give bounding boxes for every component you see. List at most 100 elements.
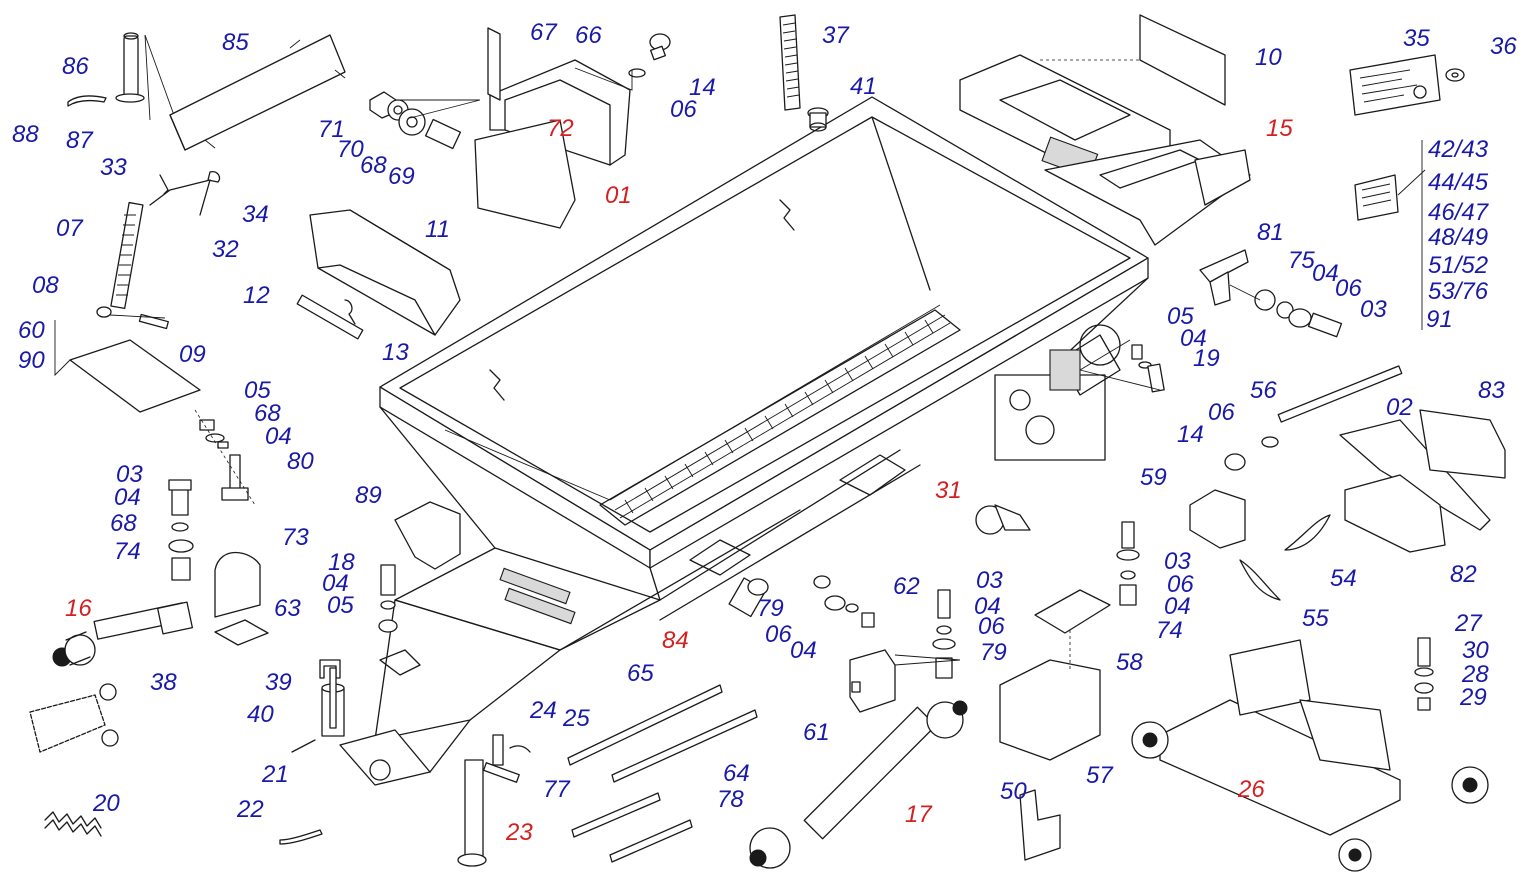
fasteners-05-04-19 (1079, 339, 1165, 393)
part-89-cover (394, 501, 461, 570)
callout-label-35: 35 (1403, 25, 1430, 52)
callout-label-31: 31 (935, 477, 962, 504)
part-07-threaded-rod (96, 201, 144, 318)
callout-label-70: 70 (337, 136, 364, 163)
callout-label-06d: 06 (1167, 571, 1194, 598)
callout-label-46: 46/47 (1428, 199, 1490, 226)
part-61-box (849, 649, 896, 713)
part-10-cover (959, 14, 1226, 186)
callout-label-19: 19 (1193, 345, 1220, 372)
callout-label-03c: 03 (976, 567, 1003, 594)
callout-label-44: 44/45 (1428, 169, 1489, 196)
callout-label-01: 01 (605, 182, 632, 209)
callout-label-39: 39 (265, 669, 292, 696)
callout-label-67: 67 (530, 19, 558, 46)
callout-label-87: 87 (66, 127, 94, 154)
callout-label-75: 75 (1288, 247, 1315, 274)
callout-label-64: 64 (723, 760, 750, 787)
chain-54 (1284, 514, 1331, 551)
callout-label-73: 73 (282, 524, 309, 551)
chassis-frame (339, 449, 921, 786)
callout-label-30: 30 (1462, 637, 1489, 664)
callout-label-02: 02 (1386, 394, 1413, 421)
callout-label-80: 80 (287, 448, 314, 475)
safety-chain-38 (29, 683, 119, 753)
callout-label-06a: 06 (670, 96, 697, 123)
callout-label-05a: 05 (1167, 303, 1194, 330)
callout-label-07: 07 (56, 215, 84, 242)
axle-assembly-26 (1131, 639, 1489, 872)
callout-label-40: 40 (247, 701, 274, 728)
callout-label-83: 83 (1478, 377, 1505, 404)
part-13-clip (344, 299, 356, 325)
part-58-guard (1034, 589, 1111, 634)
part-83-guard (1419, 409, 1506, 479)
callout-label-38: 38 (150, 669, 177, 696)
callout-label-04e: 04 (322, 570, 349, 597)
callout-label-60: 60 (18, 317, 45, 344)
knob-14-top (574, 33, 671, 91)
callout-label-05b: 05 (244, 377, 271, 404)
callout-label-03a: 03 (1360, 296, 1387, 323)
bolt-18-set (378, 564, 398, 633)
rails-65-64-77-78 (567, 684, 758, 863)
callout-label-26: 26 (1237, 776, 1265, 803)
part-59-plate (1189, 489, 1246, 549)
callout-label-81: 81 (1257, 219, 1284, 246)
callout-label-36: 36 (1490, 33, 1517, 60)
callout-label-04d: 04 (114, 484, 141, 511)
callout-label-54: 54 (1330, 565, 1357, 592)
part-73-guard (214, 552, 261, 618)
part-72-plate (474, 119, 576, 229)
callout-label-58: 58 (1116, 649, 1143, 676)
callout-label-28: 28 (1461, 661, 1489, 688)
callout-label-04h: 04 (790, 637, 817, 664)
callout-label-71: 71 (318, 116, 345, 143)
part-50-bracket (1019, 789, 1061, 861)
part-56-shaft (1277, 365, 1403, 423)
callout-label-08: 08 (32, 272, 59, 299)
callout-label-37: 37 (822, 22, 850, 49)
gearbox-assembly (994, 324, 1121, 461)
callout-label-88: 88 (12, 121, 39, 148)
callout-label-11: 11 (425, 216, 450, 243)
callout-label-68b: 68 (254, 400, 281, 427)
callout-label-72: 72 (547, 115, 574, 142)
decal-set (1354, 140, 1426, 330)
callout-label-06e: 06 (765, 621, 792, 648)
part-31-coupler (975, 504, 1031, 535)
callout-label-77: 77 (543, 776, 571, 803)
pto-shaft-17 (749, 700, 968, 869)
callout-label-51: 51/52 (1428, 252, 1488, 279)
fasteners-79-mid (813, 575, 875, 628)
callout-label-18: 18 (328, 549, 355, 576)
callout-label-34: 34 (242, 201, 269, 228)
pins-24-25 (492, 734, 531, 766)
knob-14-right (1224, 436, 1279, 471)
callout-label-14b: 14 (1177, 421, 1204, 448)
bolt-stack-left (168, 479, 194, 581)
part-09-pin (138, 313, 169, 330)
callout-label-12: 12 (243, 282, 270, 309)
lever-33-34-32 (149, 171, 221, 216)
callout-label-66: 66 (575, 22, 602, 49)
callout-label-27: 27 (1454, 610, 1483, 637)
callout-label-09: 09 (179, 341, 206, 368)
callout-label-82: 82 (1450, 561, 1477, 588)
pins-39-40-21-22 (279, 659, 391, 845)
chain-55 (1239, 559, 1281, 601)
callout-label-69: 69 (388, 163, 415, 190)
callout-label-13: 13 (382, 339, 409, 366)
callout-label-86: 86 (62, 53, 89, 80)
bolt-stack-axle (1414, 637, 1434, 711)
callout-label-14a: 14 (689, 74, 716, 101)
callout-label-91: 91 (1426, 306, 1453, 333)
callout-label-61: 61 (803, 719, 830, 746)
part-84-cylinder (728, 577, 769, 618)
callout-label-03d: 03 (1164, 548, 1191, 575)
hopper-body (379, 96, 1149, 601)
part-85-cover (169, 34, 346, 151)
callout-label-29: 29 (1459, 684, 1487, 711)
callout-label-15: 15 (1266, 115, 1293, 142)
